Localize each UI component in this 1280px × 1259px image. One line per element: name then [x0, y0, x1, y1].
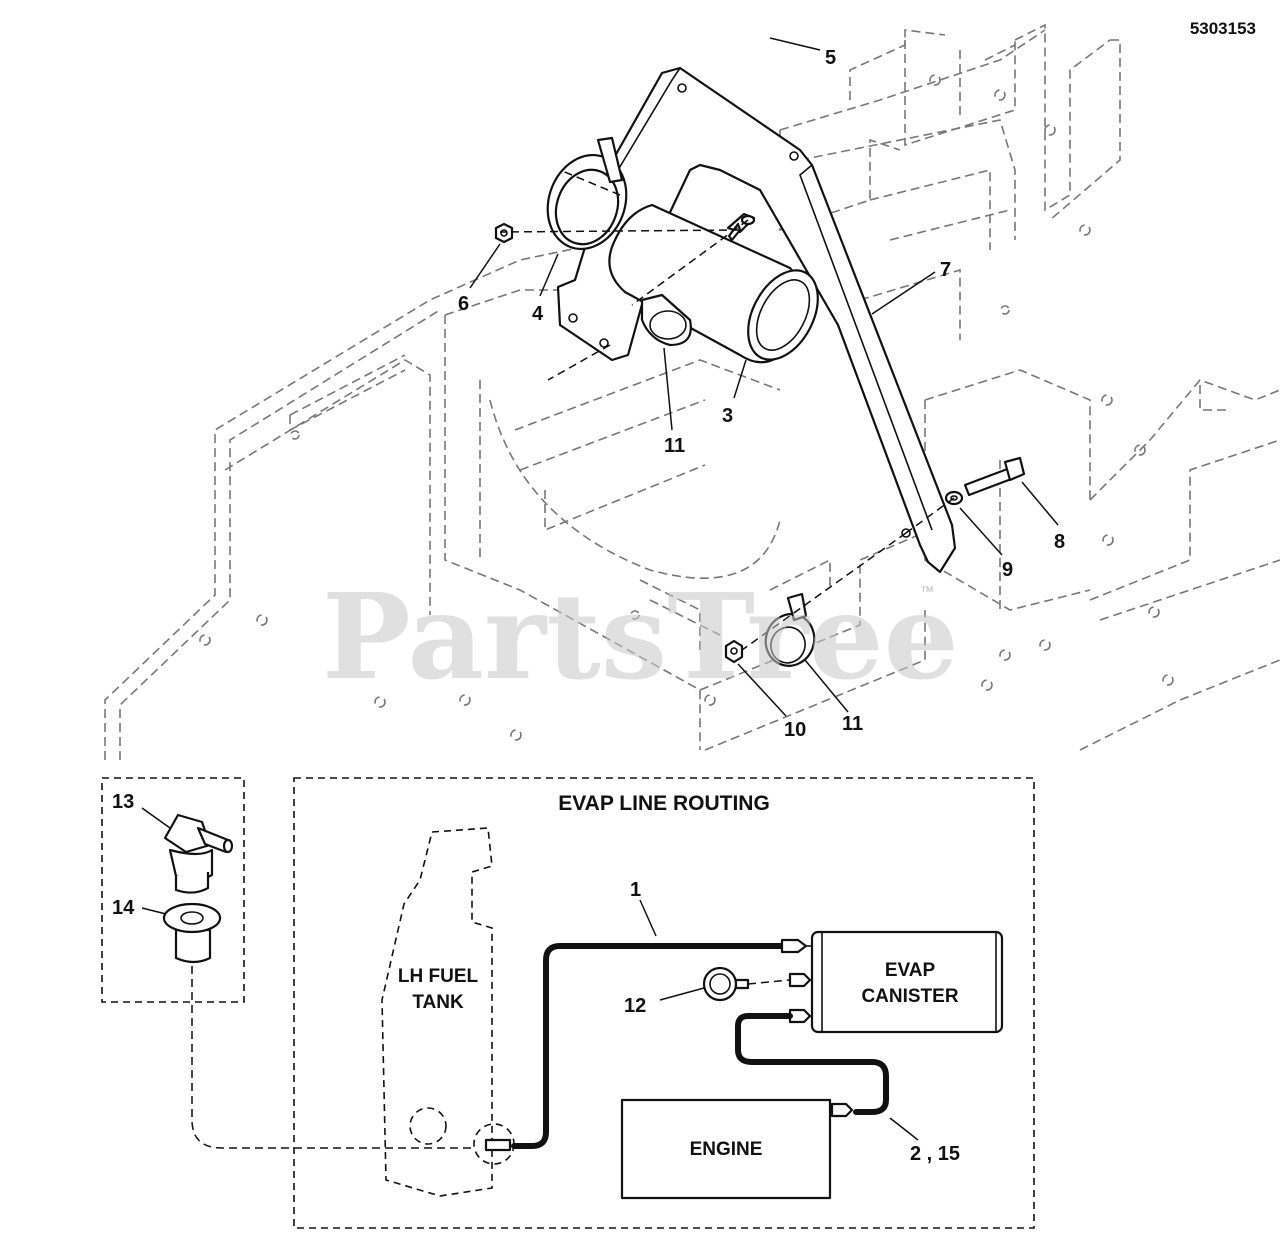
valve-part-12 — [702, 966, 791, 1002]
callout-14: 14 — [112, 897, 135, 919]
upper-callouts: 5 7 6 4 3 11 8 9 10 11 — [458, 37, 1065, 741]
evap-canister-schematic: EVAP CANISTER — [780, 930, 1004, 1034]
grommet-part-14 — [162, 902, 222, 964]
callout-2-15: 2 , 15 — [910, 1143, 960, 1165]
mounting-bracket-assembly — [494, 66, 1026, 667]
watermark-trademark: ™ — [920, 583, 934, 599]
evap-routing-panel: EVAP LINE ROUTING LH FUEL TANK 1 EVAP CA… — [191, 777, 1035, 1229]
watermark-text: PartsTree — [322, 567, 959, 706]
fitting-inset: 13 14 — [101, 777, 245, 1003]
clamp-part-4 — [546, 136, 628, 251]
ghost-frame — [104, 23, 1280, 760]
nut-part-6 — [494, 222, 514, 244]
bolt-part-5 — [726, 212, 756, 242]
bracket-part-7 — [556, 66, 957, 574]
vent-routing-line — [191, 966, 474, 1149]
callout-8: 8 — [1054, 531, 1065, 553]
engine-block — [620, 1098, 832, 1200]
fuel-tank-port — [409, 1107, 447, 1145]
nut-part-10 — [724, 639, 744, 664]
evap-routing-title: EVAP LINE ROUTING — [558, 792, 770, 815]
callout-11-lower: 11 — [842, 713, 863, 735]
callout-11-upper: 11 — [664, 435, 685, 457]
document-id: 5303153 — [1190, 19, 1256, 38]
engine-label: ENGINE — [690, 1139, 763, 1160]
callout-4: 4 — [532, 303, 544, 325]
watermark: PartsTree ™ — [322, 567, 959, 706]
bolt-part-8 — [963, 456, 1026, 497]
callout-1: 1 — [630, 879, 641, 901]
callout-9: 9 — [1002, 559, 1013, 581]
hose-part-2-15 — [735, 1013, 889, 1115]
fitting-inset-border — [101, 777, 245, 1003]
fuel-tank-label-line2: TANK — [412, 992, 464, 1013]
callout-6: 6 — [458, 293, 469, 315]
vent-fitting-part-13 — [163, 813, 234, 894]
fuel-tank-label-line1: LH FUEL — [398, 966, 479, 987]
hose-part-1 — [511, 943, 785, 1149]
callout-12: 12 — [624, 995, 646, 1017]
canister-label-line2: CANISTER — [861, 986, 958, 1007]
callout-7: 7 — [940, 259, 951, 281]
callout-10: 10 — [784, 719, 806, 741]
callout-13: 13 — [112, 791, 134, 813]
evap-routing-border — [293, 777, 1035, 1229]
clamp-part-11-upper — [640, 293, 692, 347]
lh-fuel-tank-outline — [381, 827, 493, 1197]
callout-5: 5 — [825, 47, 836, 69]
canister-label-line1: EVAP — [885, 960, 936, 981]
callout-3: 3 — [722, 405, 733, 427]
